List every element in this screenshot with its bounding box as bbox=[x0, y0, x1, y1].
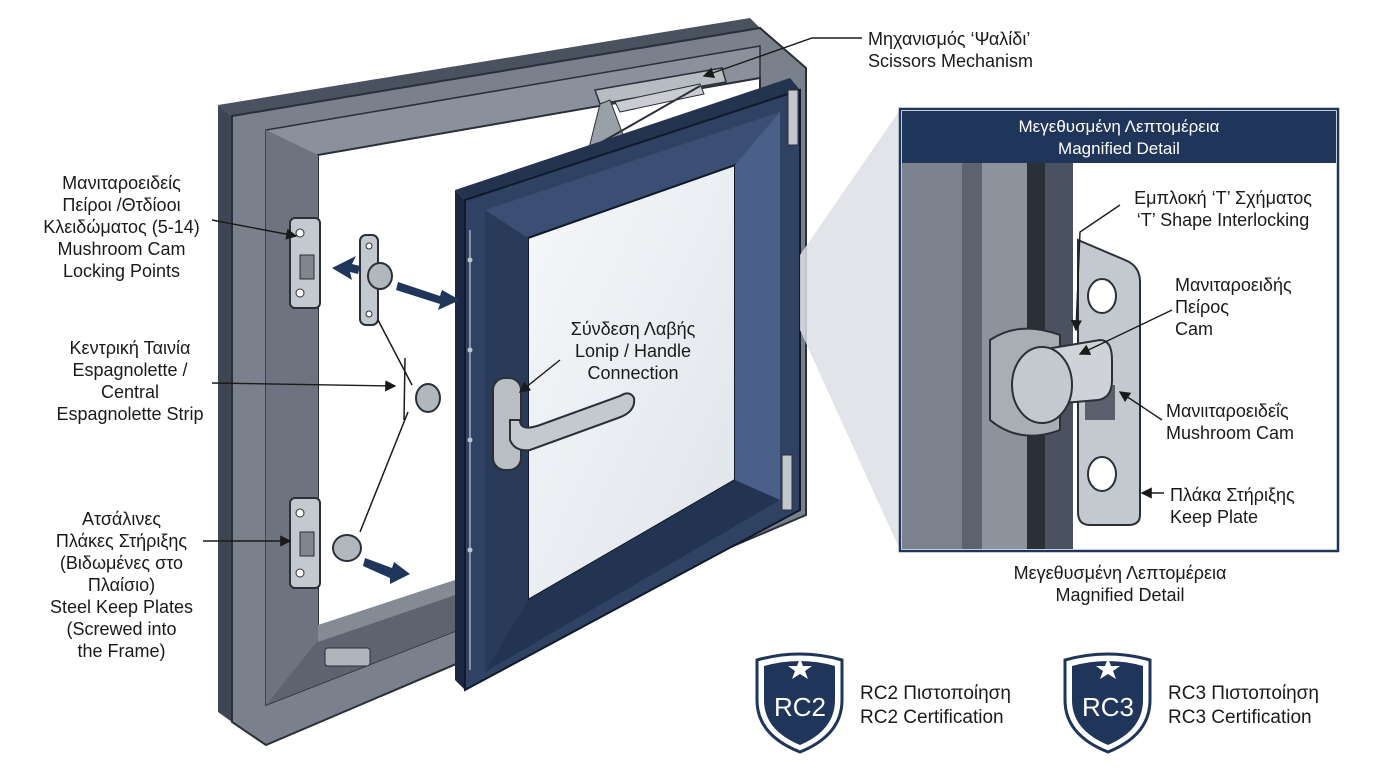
leader-lines bbox=[203, 37, 862, 547]
cam-label: Μανιταροειδής Πείρος Cam bbox=[1175, 275, 1292, 339]
keep-plates-label: Ατσάλινες Πλάκες Στήριξης (Βιδωμένες στο… bbox=[49, 509, 194, 661]
detail-caption: Μεγεθυσμένη Λεπτομέρεια Magnified Detail bbox=[1013, 563, 1227, 605]
magnify-cone bbox=[800, 110, 900, 550]
rc2-shield-icon bbox=[755, 652, 844, 754]
detail-panel bbox=[898, 107, 1340, 553]
mushroom-points-label: Μανιταροειδείς Πείροι /Θτδίοοι Κλειδώματ… bbox=[43, 173, 200, 281]
rc3-cert-label: RC3 Πιστοποίηση RC3 Certification bbox=[1168, 683, 1319, 728]
rc2-badge-text: RC2 bbox=[774, 692, 826, 722]
handle-connection-label: Σύνδεση Λαβής Lonip / Handle Connection bbox=[570, 319, 696, 383]
t-shape-label: Εμπλοκή ‘Τ’ Σχήματος ‘T’ Shape Interlock… bbox=[1134, 188, 1312, 230]
keep-plate-label: Πλάκα Στήριξης Keep Plate bbox=[1170, 485, 1295, 527]
mushroom-cam-pieces bbox=[332, 319, 441, 562]
rc3-shield-icon bbox=[1063, 652, 1152, 754]
keep-plate-bottom bbox=[289, 497, 321, 589]
detail-header: Μεγεθυσμένη Λεπτομέρεια Magnified Detail bbox=[902, 111, 1336, 163]
rc3-badge-text: RC3 bbox=[1082, 692, 1134, 722]
window-handle bbox=[492, 377, 636, 471]
scissors-label: Μηχανισμός ‘Ψαλίδι’ Scissors Mechanism bbox=[868, 29, 1034, 71]
rc2-cert-label: RC2 Πιστοποίηση RC2 Certification bbox=[860, 683, 1011, 728]
detail-leader-lines bbox=[1070, 204, 1173, 499]
mushroom-cam-label: Μανιιταροειδεΐς Mushroom Cam bbox=[1166, 401, 1295, 443]
window-sash bbox=[455, 78, 801, 692]
cam-strip-piece bbox=[359, 234, 393, 326]
keep-plate-top bbox=[289, 217, 321, 309]
espagnolette-label: Κεντρική Ταινία Espagnolette / Central E… bbox=[56, 338, 204, 424]
direction-arrows bbox=[332, 256, 460, 584]
